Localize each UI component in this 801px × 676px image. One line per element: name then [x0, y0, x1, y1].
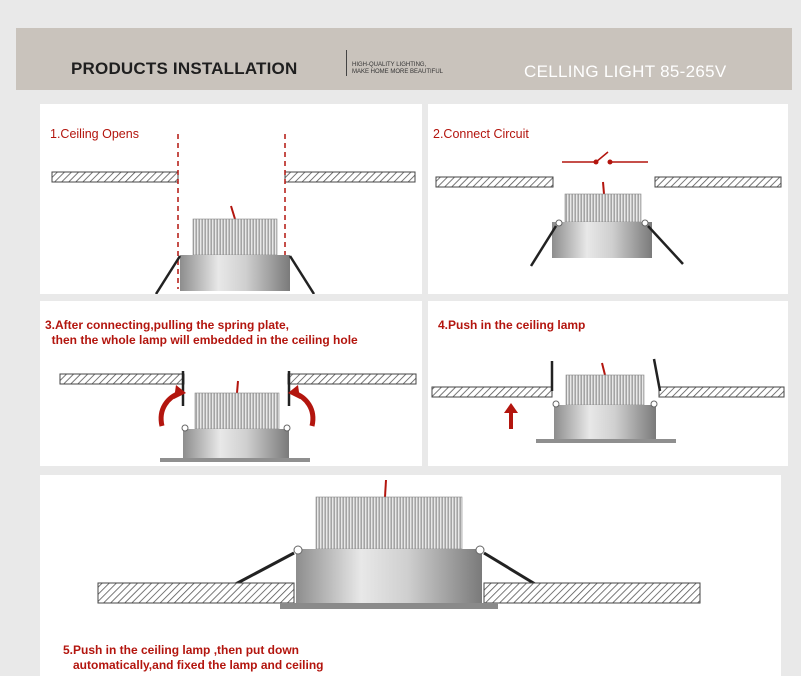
fixed-lamp-illustration	[97, 479, 701, 609]
step-3-label-line-1: 3.After connecting,pulling the spring pl…	[45, 318, 290, 332]
step-2-panel: 2.Connect Circuit	[428, 104, 788, 294]
ceiling-opening-illustration	[51, 134, 416, 294]
step-5-panel: 5.Push in the ceiling lamp ,then put dow…	[40, 475, 781, 676]
header-tagline: HIGH-QUALITY LIGHTING, MAKE HOME MORE BE…	[352, 62, 492, 76]
tagline-line-2: MAKE HOME MORE BEAUTIFUL	[352, 69, 444, 75]
step-4-panel: 4.Push in the ceiling lamp	[428, 301, 788, 466]
step-5-label-line-2: automatically,and fixed the lamp and cei…	[63, 658, 324, 672]
step-3-label-line-2: then the whole lamp will embedded in the…	[45, 333, 358, 347]
push-in-illustration	[431, 358, 785, 443]
step-3-panel: 3.After connecting,pulling the spring pl…	[40, 301, 422, 466]
step-1-label: 1.Ceiling Opens	[50, 127, 139, 141]
tagline-line-1: HIGH-QUALITY LIGHTING,	[352, 62, 427, 68]
header-divider	[346, 50, 347, 76]
product-spec: CELLING LIGHT 85-265V	[524, 62, 727, 81]
step-2-label: 2.Connect Circuit	[433, 127, 529, 141]
step-1-panel: 1.Ceiling Opens	[40, 104, 422, 294]
connect-circuit-illustration	[435, 151, 782, 267]
page-title: PRODUCTS INSTALLATION	[71, 59, 298, 78]
spring-plate-illustration	[59, 371, 417, 462]
step-5-label-line-1: 5.Push in the ceiling lamp ,then put dow…	[63, 643, 300, 657]
step-4-label: 4.Push in the ceiling lamp	[438, 318, 586, 332]
header-banner: PRODUCTS INSTALLATION HIGH-QUALITY LIGHT…	[16, 28, 792, 90]
